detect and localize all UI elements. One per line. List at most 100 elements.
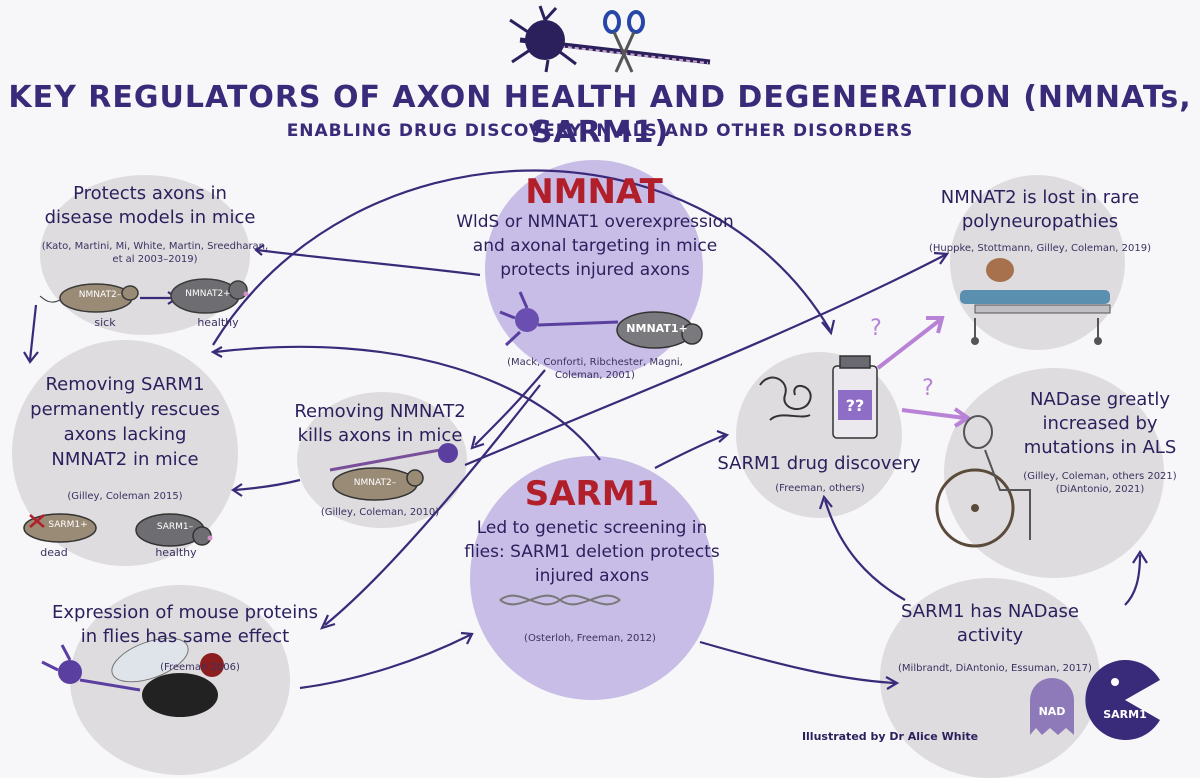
protects-sick-label: sick (94, 316, 116, 329)
neuron-fly-icon (41, 644, 141, 692)
mouse-nmnat2-minus-icon (329, 443, 458, 501)
protects-citation: (Kato, Martini, Mi, White, Martin, Sreed… (20, 240, 290, 266)
nmnat-text-line-1: WldS or NMNAT1 overexpression (456, 212, 734, 232)
nmnat-mouse-label: NMNAT1+ (626, 322, 688, 335)
light-arrows (876, 316, 972, 428)
removing-nmnat2-citation: (Gilley, Coleman, 2010) (320, 507, 440, 518)
circle-lost (950, 175, 1125, 350)
nadase-als-text: NADase greatly increased by mutations in… (1000, 388, 1200, 460)
arrow-big-arc (212, 169, 831, 346)
arrow-sarm1-to-drug (654, 433, 726, 469)
mouse-dead-icon (23, 513, 97, 543)
page-subtitle: ENABLING DRUG DISCOVERY IN ALS AND OTHER… (286, 121, 914, 141)
removing-sarm1-text: Removing SARM1 permanently rescues axons… (15, 372, 235, 472)
sarm1-pacman-icon (1085, 660, 1160, 740)
protects-citation-line-2: et al 2003–2019) (112, 254, 198, 265)
protects-healthy-label: healthy (197, 316, 239, 329)
arrow-drug-to-als (901, 408, 966, 420)
nadase-als-line-1: NADase greatly (1029, 389, 1171, 410)
nad-ghost-icon (1030, 678, 1074, 735)
fly-icon (111, 637, 224, 717)
question-mark-2: ? (922, 376, 934, 401)
expression-line-2: in flies has same effect (80, 626, 290, 647)
removing-nmnat2-mouse-label: NMNAT2– (353, 478, 397, 488)
arrow-nmnat2-to-sarm1 (234, 478, 301, 492)
nadase-activity-citation: (Milbrandt, DiAntonio, Essuman, 2017) (898, 663, 1092, 674)
bottle-label: ?? (845, 396, 865, 415)
arrows (23, 169, 1148, 690)
protects-citation-line-1: (Kato, Martini, Mi, White, Martin, Sreed… (41, 241, 269, 252)
protects-text-line-1: Protects axons in (73, 183, 227, 204)
nadase-als-citation: (Gilley, Coleman, others 2021) (DiAntoni… (1010, 470, 1190, 496)
circle-nadase-activity (880, 578, 1100, 778)
lost-text: NMNAT2 is lost in rare polyneuropathies (920, 186, 1160, 234)
dna-icon (499, 594, 621, 606)
arrow-nadase-to-drug (823, 499, 906, 601)
arrow-nmnat-to-expression (324, 384, 541, 626)
lost-text-line-1: NMNAT2 is lost in rare (940, 187, 1140, 208)
mouse-nmnat1-icon (616, 311, 703, 349)
arrow-nadase-to-als (1124, 554, 1142, 606)
removing-sarm1-line-3: axons lacking (63, 424, 187, 445)
nmnat-text-line-3: protects injured axons (500, 260, 690, 280)
nmnat-text: WldS or NMNAT1 overexpression and axonal… (430, 210, 760, 282)
sarm1-pacman-label: SARM1 (1103, 708, 1147, 721)
question-mark-1: ? (870, 316, 882, 341)
nmnat-heading: NMNAT (525, 172, 663, 212)
removing-sarm1-line-2: permanently rescues (30, 399, 220, 420)
sarm1-citation: (Osterloh, Freeman, 2012) (524, 633, 656, 644)
arrow-to-lost (464, 254, 946, 467)
expression-text: Expression of mouse proteins in flies ha… (45, 601, 325, 649)
neuron-nmnat-icon (499, 291, 619, 347)
nmnat-citation-line-1: (Mack, Conforti, Ribchester, Magni, (507, 357, 683, 368)
arrow-nmnat-to-removing-nmnat2 (474, 369, 546, 446)
nadase-als-citation-line-2: (DiAntonio, 2021) (1055, 484, 1145, 495)
nadase-activity-line-2: activity (956, 625, 1024, 646)
illustration-credit: Illustrated by Dr Alice White (801, 730, 979, 743)
sarm1-heading: SARM1 (524, 474, 660, 514)
arrow-protects-to-removing (28, 304, 38, 361)
nadase-activity-line-1: SARM1 has NADase (901, 601, 1079, 622)
sarm1-text-line-3: injured axons (534, 566, 650, 586)
sarm1-text: Led to genetic screening in flies: SARM1… (440, 516, 744, 588)
patient-bed-icon (960, 258, 1111, 345)
circle-nadase-als (944, 368, 1164, 578)
nmnat-citation: (Mack, Conforti, Ribchester, Magni, Cole… (490, 356, 700, 382)
drug-citation: (Freeman, others) (775, 483, 865, 494)
nadase-als-line-3: mutations in ALS (1023, 437, 1177, 458)
nadase-als-citation-line-1: (Gilley, Coleman, others 2021) (1023, 471, 1177, 482)
neuron-icon (509, 5, 711, 73)
dead-label: dead (40, 546, 68, 559)
nadase-als-line-2: increased by (1042, 413, 1158, 434)
sarm1-text-line-2: flies: SARM1 deletion protects (464, 542, 720, 562)
protects-text: Protects axons in disease models in mice (30, 182, 270, 230)
removing-sarm1-line-1: Removing SARM1 (45, 374, 205, 395)
page-title: KEY REGULATORS OF AXON HEALTH AND DEGENE… (8, 80, 1192, 150)
arrow-nmnat-to-protects (256, 248, 481, 277)
removing-nmnat2-line-2: kills axons in mice (297, 425, 463, 446)
nad-label: NAD (1038, 705, 1066, 718)
mouse-sarm1-healthy-icon (135, 513, 213, 547)
protects-text-line-2: disease models in mice (44, 207, 256, 228)
protects-mouse-sick-label: NMNAT2– (78, 290, 122, 300)
nadase-activity-text: SARM1 has NADase activity (890, 600, 1090, 648)
mouse-sick-icon (39, 283, 139, 313)
healthy-label: healthy (155, 546, 197, 559)
removing-nmnat2-text: Removing NMNAT2 kills axons in mice (270, 400, 490, 448)
protects-mouse-healthy-label: NMNAT2+ (185, 289, 231, 299)
arrow-expression-to-sarm1 (299, 634, 471, 690)
removing-sarm1-line-4: NMNAT2 in mice (51, 449, 199, 470)
arrow-drug-to-lost (876, 318, 942, 370)
mouse-dead-label: SARM1+ (48, 520, 88, 530)
mouse-healthy-icon (170, 278, 249, 314)
arrow-sarm1-to-nadase (699, 640, 896, 685)
removing-sarm1-citation: (Gilley, Coleman 2015) (67, 491, 183, 502)
illustration-layer (23, 5, 1160, 740)
expression-line-1: Expression of mouse proteins (52, 602, 318, 623)
circle-sarm1 (470, 456, 714, 700)
drug-text: SARM1 drug discovery (717, 453, 921, 474)
bottle-icon (832, 355, 878, 439)
protein-icon (759, 376, 812, 421)
lost-text-line-2: polyneuropathies (961, 211, 1119, 232)
expression-citation: (Freeman 2006) (160, 662, 240, 673)
